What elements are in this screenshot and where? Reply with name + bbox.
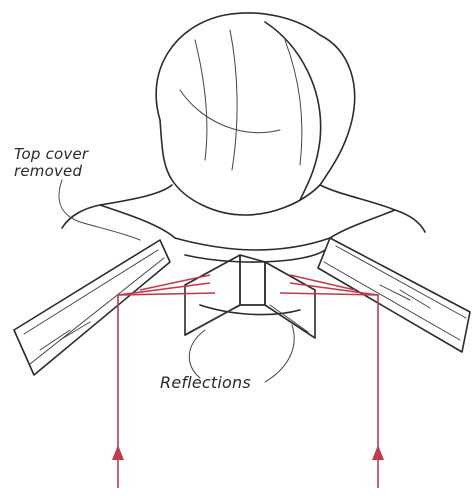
central-prism (185, 255, 315, 338)
shoulders (62, 185, 425, 238)
head (156, 13, 355, 215)
top-cover-label: Top cover removed (14, 146, 88, 180)
top-cover-label-line2: removed (14, 163, 88, 180)
right-ray-arrow (372, 445, 384, 460)
left-ray-arrow (112, 445, 124, 460)
ray-arrows (112, 445, 384, 460)
top-cover-label-line1: Top cover (14, 146, 88, 163)
reflections-label: Reflections (160, 374, 251, 391)
top-cover-pointer (59, 180, 140, 240)
left-mirror (14, 240, 170, 375)
collar (175, 238, 330, 315)
